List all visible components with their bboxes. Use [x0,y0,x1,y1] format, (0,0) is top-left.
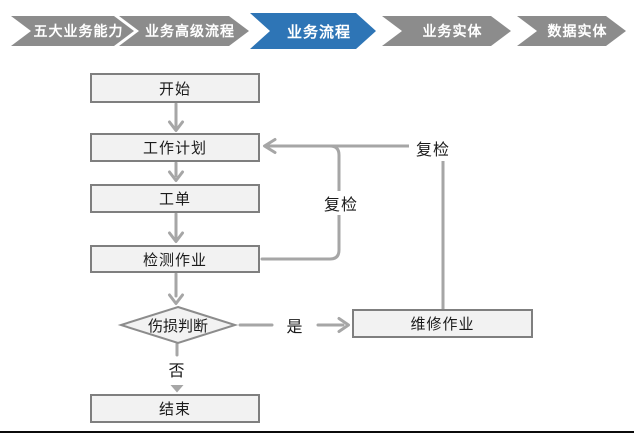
arrowhead-down-icon [168,293,184,305]
ribbon-step-label: 业务流程 [286,23,351,41]
connector-detect-recheck-plan [260,144,341,261]
edge-label-recheck-repair: 复检 [409,135,457,161]
edge-label-recheck-detect: 复检 [319,191,363,215]
node-decision-label: 伤损判断 [147,317,208,335]
bottom-border-line [0,431,634,433]
ribbon-step-label: 数据实体 [547,23,608,39]
ribbon-step-label: 业务实体 [422,23,483,39]
node-end: 结束 [90,394,260,423]
arrowhead-right-icon [337,317,350,333]
ribbon-step-high-level-process[interactable]: 业务高级流程 [119,16,249,46]
edge-label-yes: 是 [286,319,304,336]
decision-diamond-shape [117,305,239,345]
arrowhead-down-icon [168,231,184,243]
ribbon-step-label: 业务高级流程 [145,23,235,39]
ribbon-step-label: 五大业务能力 [33,23,124,39]
node-order: 工单 [90,184,260,213]
arrowhead-down-solid-icon [170,385,184,393]
node-detect: 检测作业 [90,245,260,273]
arrowhead-down-icon [168,170,184,182]
node-plan: 工作计划 [90,133,260,162]
node-repair: 维修作业 [352,309,533,338]
node-start: 开始 [90,73,260,103]
arrowhead-left-icon [263,138,277,154]
edge-label-no: 否 [168,363,186,380]
ribbon-step-data-entity[interactable]: 数据实体 [517,16,626,46]
ribbon-step-business-process-active[interactable]: 业务流程 [250,13,376,49]
ribbon-step-business-entity[interactable]: 业务实体 [382,16,511,46]
arrowhead-down-icon [168,120,184,132]
connector-repair-recheck-plan [265,144,445,311]
ribbon-step-business-capabilities[interactable]: 五大业务能力 [11,16,134,46]
